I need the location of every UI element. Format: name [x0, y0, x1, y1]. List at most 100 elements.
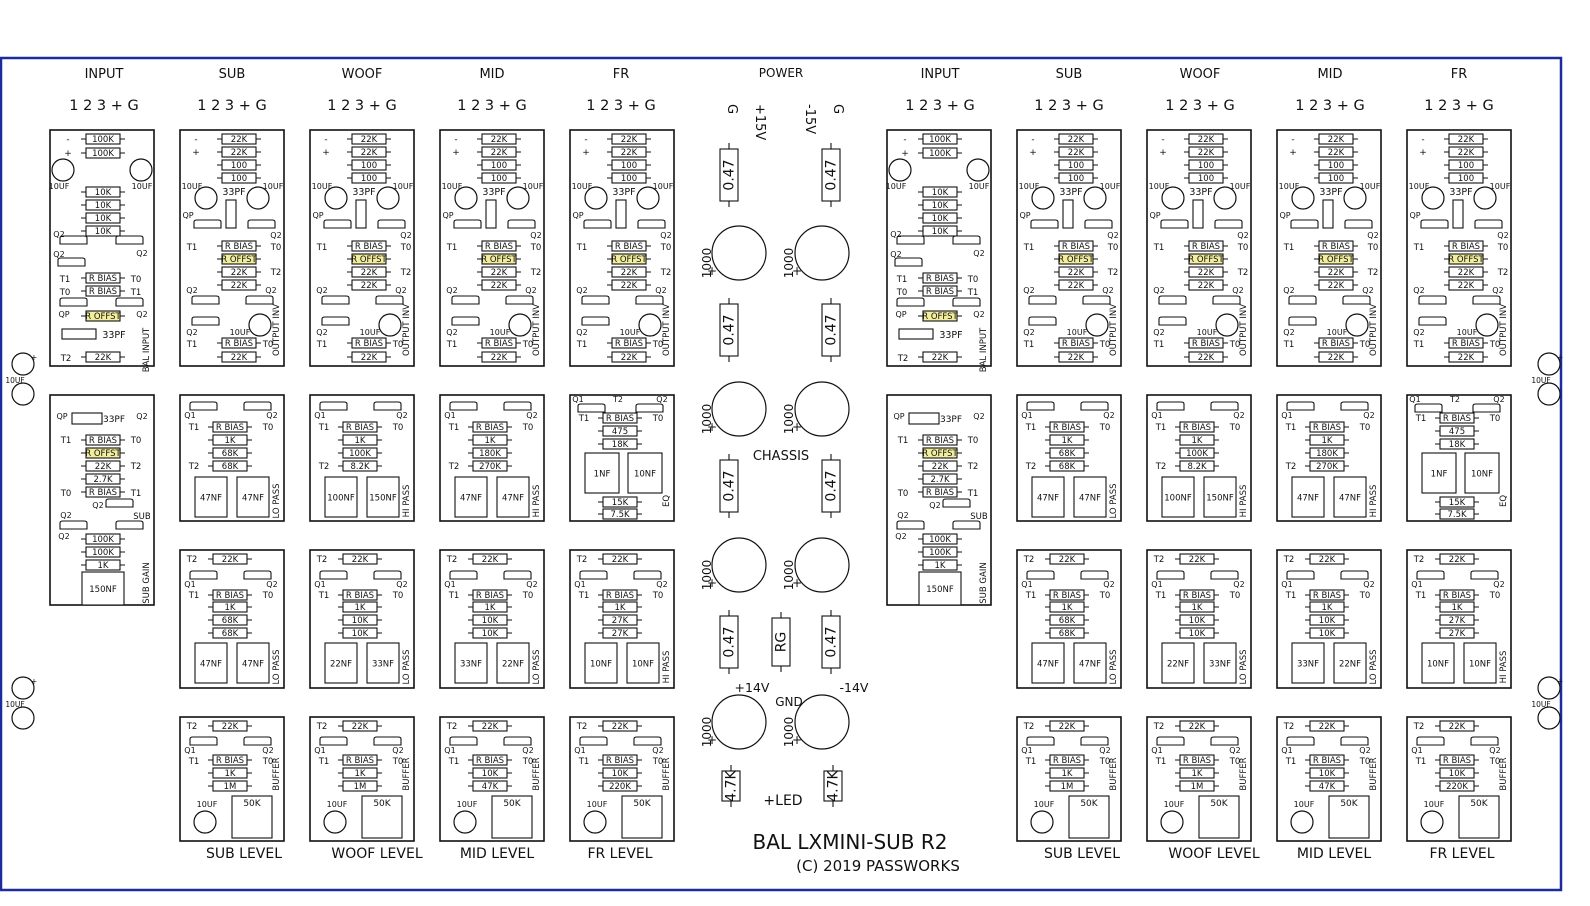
resistor-label: 22K — [231, 148, 248, 158]
resistor-body — [85, 285, 121, 297]
resistor-label: 1K — [615, 603, 626, 613]
capacitor-label: 10UF — [312, 182, 333, 191]
terminal-label: T0 — [897, 489, 909, 499]
module-outline — [179, 549, 285, 689]
resistor-label: 10K — [1449, 769, 1466, 779]
component-box — [1203, 476, 1237, 518]
resistor-label: 22K — [491, 353, 508, 363]
module-side-label: OUTPUT INV — [1239, 304, 1249, 356]
capacitor — [193, 810, 217, 834]
terminal-label: T2 — [897, 354, 909, 364]
resistor-label: 100K — [92, 135, 114, 145]
resistor-label: 68K — [222, 462, 239, 472]
capacitor-label: 33PF — [482, 187, 505, 198]
resistor-label: 7.5K — [1447, 510, 1467, 520]
transistor-label: Q2 — [266, 580, 277, 589]
transistor — [189, 736, 218, 746]
resistor-label: 68K — [222, 449, 239, 459]
transistor — [1080, 736, 1109, 746]
transistor-label: Q2 — [446, 328, 457, 337]
resistor-body — [481, 279, 517, 291]
transistor — [952, 235, 981, 245]
transistor — [637, 219, 666, 229]
component-label: 10NF — [1469, 660, 1491, 670]
transistor — [1210, 736, 1239, 746]
resistor-body — [602, 720, 638, 732]
capacitor — [1537, 352, 1561, 376]
column-header: SUB — [1056, 67, 1083, 82]
capacitor-polarity: + — [31, 677, 38, 686]
transistor-label: Q2 — [525, 286, 536, 295]
transistor — [449, 570, 478, 580]
resistor-label: 1K — [485, 603, 496, 613]
module-outline — [49, 129, 155, 367]
resistor-label: 22K — [361, 268, 378, 278]
capacitor-label: 10UF — [1360, 182, 1381, 191]
transistor-label: Q1 — [314, 580, 325, 589]
resistor-body — [1448, 133, 1484, 145]
terminal-label: T2 — [60, 354, 72, 364]
terminal-label: T1 — [446, 340, 458, 350]
capacitor — [1215, 313, 1239, 337]
transistor-label: QP — [1019, 211, 1030, 220]
connector-pin-row: 1 2 3 + G — [586, 98, 656, 114]
capacitor — [1160, 810, 1184, 834]
terminal-label: T1 — [1155, 591, 1167, 601]
resistor-body — [1188, 351, 1224, 363]
terminal-label: T2 — [1023, 555, 1035, 565]
pin-polarity: + — [582, 148, 590, 158]
terminal-label: T0 — [1359, 591, 1371, 601]
terminal-label: T0 — [967, 436, 979, 446]
column-header: FR — [613, 67, 630, 82]
module-outline — [1276, 129, 1382, 367]
transistor-label: Q1 — [1151, 746, 1162, 755]
resistor-label: 1K — [1192, 603, 1203, 613]
capacitor-label: 10UF — [1424, 800, 1445, 809]
resistor-body — [1049, 421, 1085, 433]
board-copyright: (C) 2019 PASSWORKS — [796, 857, 960, 875]
resistor-body — [602, 601, 638, 613]
resistor-body — [922, 186, 958, 198]
resistor-label: 100K — [92, 149, 114, 159]
terminal-label: T0 — [1107, 243, 1119, 253]
transistor — [1210, 401, 1239, 411]
capacitor — [1537, 706, 1561, 730]
resistor-label: 27K — [1449, 629, 1466, 639]
capacitor — [11, 676, 35, 700]
terminal-label: T0 — [1497, 243, 1509, 253]
resistor-offset-highlight — [85, 447, 121, 459]
resistor-label: 10K — [95, 214, 112, 224]
transistor-label: Q2 — [1233, 411, 1244, 420]
component-box — [366, 642, 400, 684]
transistor — [189, 401, 218, 411]
capacitor-label: 10UF — [587, 800, 608, 809]
terminal-label: T2 — [130, 462, 142, 472]
capacitor-label: 10UF — [197, 800, 218, 809]
resistor-body — [1448, 351, 1484, 363]
transistor-label: Q1 — [574, 580, 585, 589]
module-outline — [1146, 549, 1252, 689]
component-box — [236, 476, 270, 518]
module-side-label: OUTPUT INV — [272, 304, 282, 356]
component-box — [908, 412, 940, 425]
transistor — [1158, 316, 1187, 326]
terminal-label: T1 — [1153, 340, 1165, 350]
capacitor — [1291, 186, 1315, 210]
transistor-label: Q1 — [572, 395, 583, 404]
terminal-label: T0 — [1229, 423, 1241, 433]
capacitor-label: 10UF — [1019, 182, 1040, 191]
resistor-body — [1318, 351, 1354, 363]
transistor — [1028, 316, 1057, 326]
resistor-label: 22K — [621, 353, 638, 363]
transistor-label: Q2 — [1153, 328, 1164, 337]
capacitor — [1083, 186, 1107, 210]
resistor-label: 10K — [95, 227, 112, 237]
resistor-body — [342, 720, 378, 732]
terminal-label: T0 — [652, 757, 664, 767]
power-header: POWER — [759, 66, 803, 80]
terminal-label: T2 — [186, 722, 198, 732]
resistor-label: 22K — [1458, 268, 1475, 278]
component-box — [1203, 642, 1237, 684]
component-label: 33NF — [460, 660, 482, 670]
terminal-label: T1 — [318, 757, 330, 767]
